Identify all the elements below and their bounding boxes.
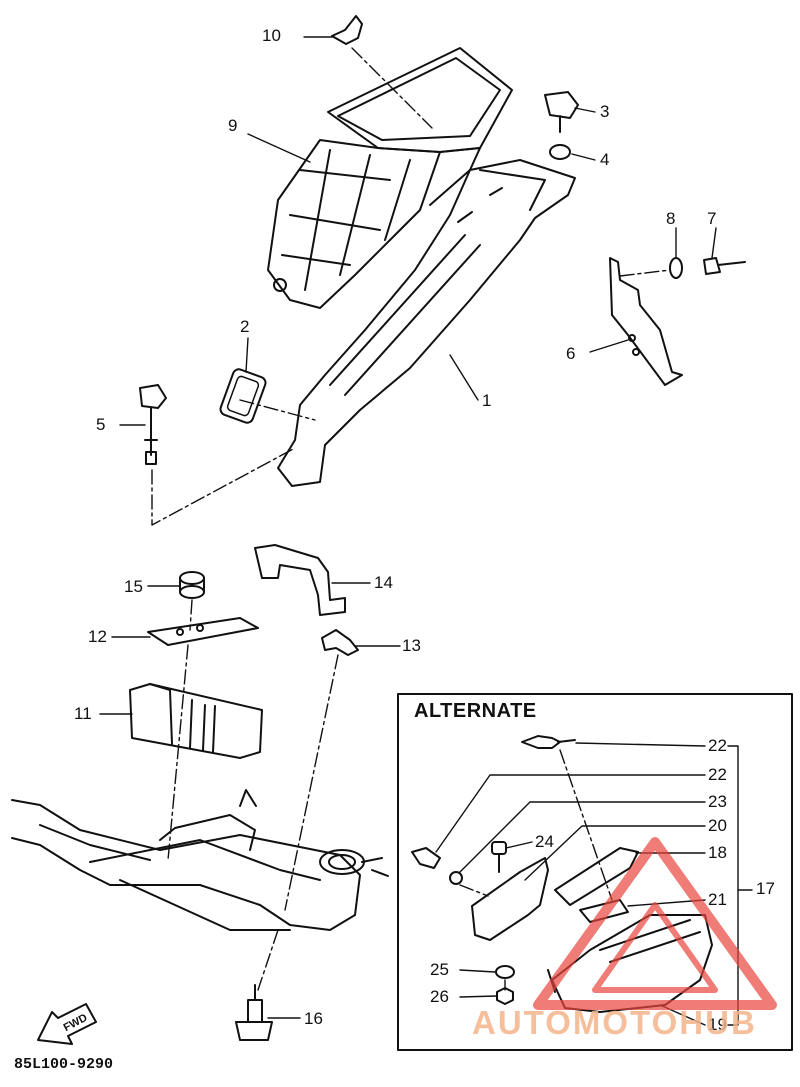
part-13-clip bbox=[321, 629, 359, 656]
part-label-19: 19 bbox=[708, 1015, 727, 1034]
frame bbox=[11, 789, 389, 931]
part-label-20: 20 bbox=[708, 816, 727, 835]
part-25-damper bbox=[495, 965, 515, 979]
part-22a-screw bbox=[521, 735, 576, 749]
part-label-14: 14 bbox=[374, 573, 393, 592]
part-5-bolt bbox=[139, 384, 167, 465]
part-23-washer bbox=[449, 871, 463, 885]
part-label-17: 17 bbox=[756, 879, 775, 898]
part-label-13: 13 bbox=[402, 636, 421, 655]
part-1-panel bbox=[277, 159, 576, 487]
part-label-16: 16 bbox=[304, 1009, 323, 1028]
part-14-stay bbox=[254, 544, 346, 616]
part-15-damper bbox=[179, 571, 205, 599]
part-label-4: 4 bbox=[600, 150, 610, 169]
part-label-24: 24 bbox=[535, 832, 554, 851]
part-11-box bbox=[129, 683, 263, 759]
part-label-9: 9 bbox=[228, 116, 238, 135]
part-label-26: 26 bbox=[430, 987, 449, 1006]
part-12-plate bbox=[147, 617, 259, 646]
part-6-bracket bbox=[609, 257, 683, 386]
part-label-7: 7 bbox=[707, 209, 717, 228]
part-22b-screw bbox=[411, 847, 441, 869]
part-label-22b: 22 bbox=[708, 765, 727, 784]
part-label-8: 8 bbox=[666, 209, 676, 228]
part-label-21: 21 bbox=[708, 890, 727, 909]
part-label-15: 15 bbox=[124, 577, 143, 596]
part-8-collar bbox=[669, 257, 683, 279]
alternate-box bbox=[397, 693, 793, 1051]
part-3-knob bbox=[544, 91, 579, 133]
part-label-1: 1 bbox=[482, 391, 492, 410]
part-label-5: 5 bbox=[96, 415, 106, 434]
watermark-text: AUTOMOTOHUB bbox=[472, 1004, 757, 1041]
part-label-2: 2 bbox=[240, 317, 250, 336]
part-label-11: 11 bbox=[74, 704, 92, 723]
part-label-12: 12 bbox=[88, 627, 107, 646]
part-9-air-duct bbox=[267, 47, 513, 309]
part-7-screw bbox=[703, 257, 746, 275]
part-24-bolt bbox=[491, 841, 507, 873]
part-label-22a: 22 bbox=[708, 736, 727, 755]
watermark-logo-icon bbox=[533, 837, 777, 1010]
part-label-25: 25 bbox=[430, 960, 449, 979]
part-label-10: 10 bbox=[262, 26, 281, 45]
alternate-title: ALTERNATE bbox=[414, 700, 537, 722]
part-4-grommet bbox=[549, 144, 571, 160]
part-label-3: 3 bbox=[600, 102, 610, 121]
part-16-bolt bbox=[235, 984, 273, 1041]
diagram-code: 85L100-9290 bbox=[14, 1056, 114, 1073]
part-label-18: 18 bbox=[708, 843, 727, 862]
part-20-bracket bbox=[471, 857, 549, 941]
fwd-arrow-icon bbox=[37, 1003, 97, 1045]
part-label-6: 6 bbox=[566, 344, 576, 363]
part-2-gasket bbox=[219, 368, 267, 424]
part-18-stay bbox=[554, 847, 639, 906]
part-label-23: 23 bbox=[708, 792, 727, 811]
part-10-wing-bolt bbox=[331, 15, 363, 45]
